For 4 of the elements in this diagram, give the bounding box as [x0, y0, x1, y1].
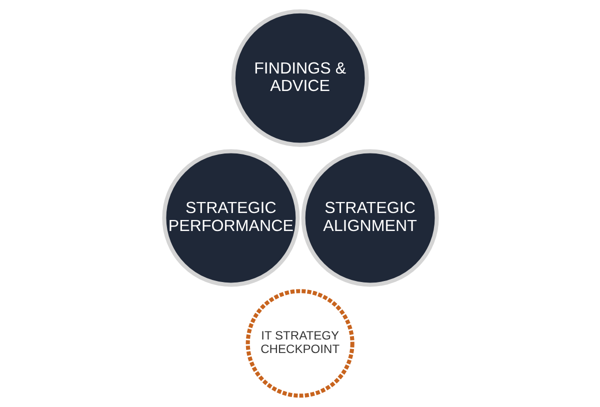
node-circle: FINDINGS & ADVICE	[230, 9, 368, 147]
node-circle: STRATEGIC ALIGNMENT	[300, 149, 438, 287]
node-circle: STRATEGIC PERFORMANCE	[162, 149, 300, 287]
node-circle: IT STRATEGY CHECKPOINT	[245, 289, 354, 398]
